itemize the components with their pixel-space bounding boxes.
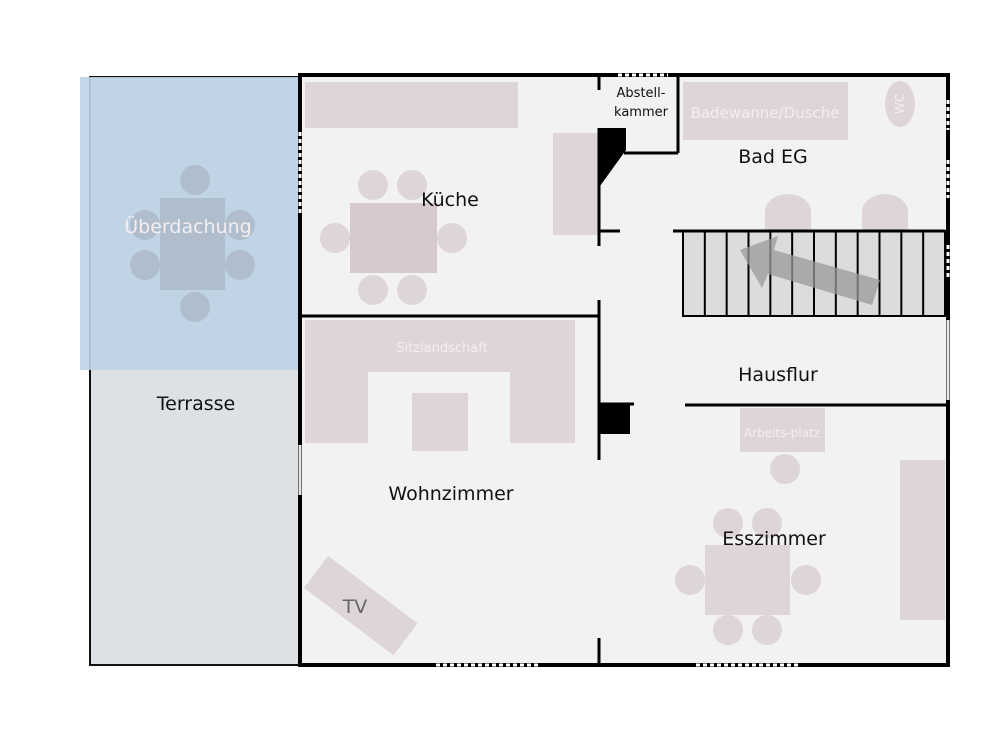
desk: [740, 408, 825, 452]
tv-stand: [304, 555, 418, 656]
room-label-terrasse: Terrasse: [156, 393, 236, 415]
room-label-hausflur: Hausflur: [738, 364, 818, 386]
sink-left: [765, 194, 811, 230]
label-tv: TV: [342, 596, 368, 618]
sink-right: [862, 194, 908, 230]
room-label-kueche: Küche: [421, 189, 479, 211]
bathtub: [683, 82, 848, 140]
room-label-abstellkammer-2: kammer: [614, 105, 669, 120]
label-arbeitsplatz: Arbeits-platz: [744, 426, 820, 440]
interior-walls: [300, 75, 948, 665]
label-sitzlandschaft: Sitzlandschaft: [396, 341, 487, 356]
terrace-table-set: [130, 165, 255, 322]
dining-table: [705, 545, 790, 615]
room-label-bad: Bad EG: [738, 146, 808, 168]
room-label-abstellkammer-1: Abstell-: [617, 86, 666, 101]
coffee-table: [412, 393, 468, 451]
sideboard: [900, 460, 945, 620]
label-wc: WC: [893, 94, 907, 114]
label-badewanne: Badewanne/Dusche: [691, 104, 840, 122]
sofa: [305, 320, 575, 443]
room-label-ueberdachung: Überdachung: [124, 215, 251, 238]
room-label-wohnzimmer: Wohnzimmer: [388, 483, 513, 505]
stair-arrow: [740, 236, 880, 305]
stairs: [682, 230, 946, 317]
wc: [885, 81, 915, 127]
room-label-esszimmer: Esszimmer: [722, 528, 826, 550]
kitchen-furniture: [305, 82, 598, 305]
